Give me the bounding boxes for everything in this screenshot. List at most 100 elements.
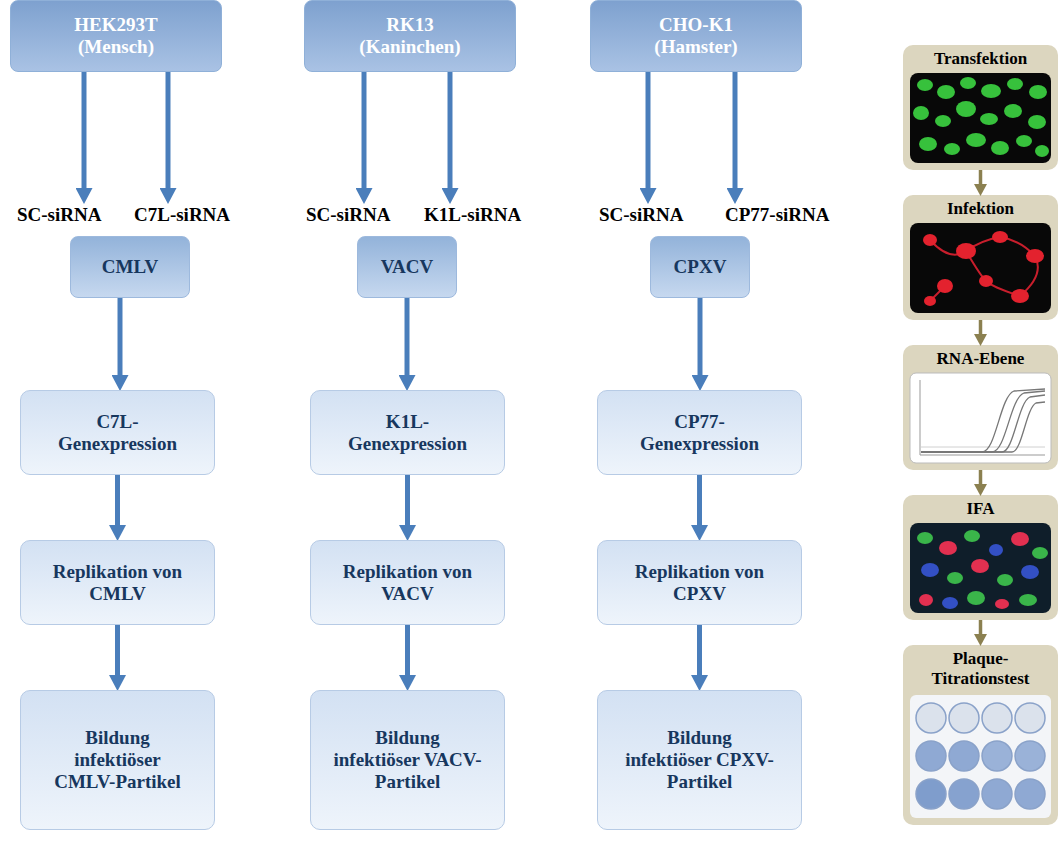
cell	[1011, 532, 1029, 546]
process-label: Replikation von CMLV	[43, 561, 193, 605]
panel-ground	[903, 195, 1058, 320]
cell	[1021, 565, 1039, 579]
cell-line-box: RK13 (Kaninchen)	[304, 0, 516, 72]
process-box: Bildung infektiöser CPXV-Partikel	[597, 690, 802, 830]
process-label: Bildung infektiöser CMLV-Partikel	[43, 727, 193, 793]
process-box: Replikation von CMLV	[20, 540, 215, 625]
cell	[979, 275, 993, 287]
process-label: Bildung infektiöser VACV-Partikel	[333, 727, 483, 793]
method-arrow	[979, 470, 983, 484]
cell	[1026, 249, 1044, 263]
cell	[967, 591, 985, 605]
process-box: C7L- Genexpression	[20, 390, 215, 475]
method-panel: IFA	[903, 495, 1058, 620]
method-label: Plaque- Titrationstest	[907, 649, 1054, 688]
virus-box: CMLV	[70, 236, 190, 298]
virus-box: VACV	[357, 236, 457, 298]
well	[949, 779, 979, 809]
process-box: Replikation von CPXV	[597, 540, 802, 625]
well	[916, 703, 946, 733]
cell	[937, 85, 955, 99]
flow-arrow	[405, 625, 410, 675]
process-box: Replikation von VACV	[310, 540, 505, 625]
well	[1015, 741, 1045, 771]
panel-ground	[903, 45, 1058, 170]
process-label: Replikation von CPXV	[625, 561, 775, 605]
threshold-line	[921, 447, 1045, 448]
well	[1015, 703, 1045, 733]
process-box: Bildung infektiöser CMLV-Partikel	[20, 690, 215, 830]
sirna-label: SC-siRNA	[17, 204, 101, 226]
virus-name: VACV	[381, 256, 433, 278]
pcr-plot	[910, 373, 1051, 463]
cell-line-name: CHO-K1 (Hamster)	[626, 14, 766, 58]
flow-arrow	[118, 298, 123, 375]
flow-arrow	[405, 298, 410, 375]
process-box: Bildung infektiöser VACV-Partikel	[310, 690, 505, 830]
method-panel: Infektion	[903, 195, 1058, 320]
process-box: K1L- Genexpression	[310, 390, 505, 475]
red-cells	[923, 231, 1044, 306]
sirna-node: SC-siRNA	[14, 203, 104, 227]
flow-arrow	[697, 625, 702, 675]
process-label: C7L- Genexpression	[43, 411, 193, 455]
cell	[1004, 104, 1022, 118]
cell	[997, 574, 1013, 586]
process-label: K1L- Genexpression	[333, 411, 483, 455]
plot-axes	[920, 380, 1045, 455]
curve	[921, 395, 1045, 452]
method-label: Transfektion	[934, 49, 1027, 69]
cell	[1019, 594, 1037, 606]
sirna-label: C7L-siRNA	[134, 204, 230, 226]
cell	[964, 530, 980, 542]
method-arrow	[979, 170, 983, 184]
flow-arrow	[646, 72, 651, 188]
flow-arrow	[82, 72, 87, 188]
curve	[921, 391, 1045, 452]
flow-arrow	[115, 475, 120, 525]
panel-ground	[903, 495, 1058, 620]
flow-arrow	[448, 72, 453, 188]
cell	[917, 532, 933, 544]
cell	[960, 77, 976, 89]
cell	[919, 137, 937, 151]
cell	[956, 101, 976, 117]
micrograph	[910, 523, 1051, 613]
cell	[921, 563, 939, 577]
well	[982, 779, 1012, 809]
sirna-label: SC-siRNA	[599, 204, 683, 226]
well	[949, 703, 979, 733]
cell	[935, 115, 951, 127]
method-label: IFA	[966, 499, 994, 519]
cell	[923, 234, 937, 246]
cell	[992, 231, 1008, 243]
flow-arrow	[697, 475, 702, 525]
method-label: Infektion	[947, 199, 1014, 219]
process-label: Replikation von VACV	[333, 561, 483, 605]
sirna-node: SC-siRNA	[303, 203, 393, 227]
well	[916, 741, 946, 771]
cell	[1032, 547, 1048, 559]
method-panel: Transfektion	[903, 45, 1058, 170]
fibre	[966, 251, 1020, 296]
flow-arrow	[115, 625, 120, 675]
well	[1015, 779, 1045, 809]
cell-line-name: HEK293T (Mensch)	[46, 14, 186, 58]
cell	[1011, 289, 1029, 303]
sirna-node: C7L-siRNA	[131, 203, 233, 227]
micrograph	[910, 73, 1051, 163]
cell	[924, 296, 936, 306]
well	[982, 741, 1012, 771]
well	[982, 703, 1012, 733]
flow-arrow	[166, 72, 171, 188]
process-box: CP77- Genexpression	[597, 390, 802, 475]
sirna-label: CP77-siRNA	[725, 204, 830, 226]
stained-cells	[917, 530, 1048, 609]
virus-name: CPXV	[674, 256, 727, 278]
cell-line-box: HEK293T (Mensch)	[10, 0, 222, 72]
cell	[947, 572, 963, 584]
fibre	[1000, 237, 1038, 296]
cell	[991, 141, 1009, 155]
micrograph	[910, 223, 1051, 313]
process-label: CP77- Genexpression	[625, 411, 775, 455]
